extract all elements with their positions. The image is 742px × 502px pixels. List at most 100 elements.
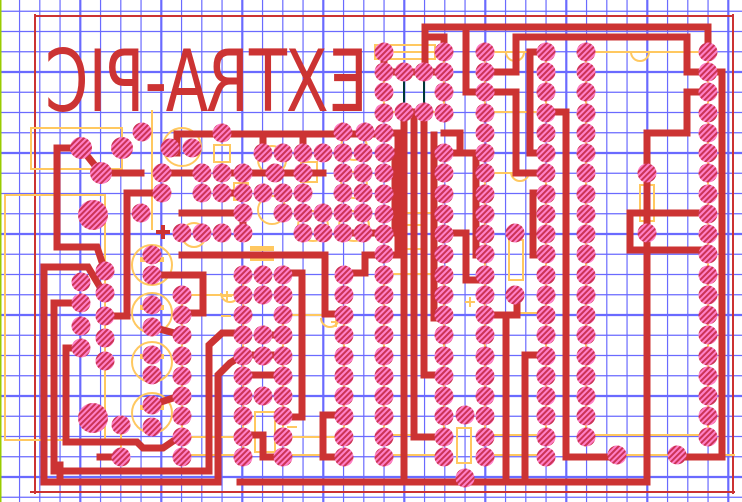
pad bbox=[253, 265, 273, 285]
pad bbox=[273, 386, 293, 406]
pad bbox=[233, 346, 253, 366]
pad bbox=[374, 224, 394, 244]
pad bbox=[374, 123, 394, 143]
pad bbox=[273, 447, 293, 467]
pad bbox=[233, 386, 253, 406]
pad bbox=[434, 42, 454, 62]
pad bbox=[172, 406, 192, 426]
pad bbox=[475, 265, 495, 285]
pad bbox=[475, 224, 495, 244]
pad bbox=[475, 62, 495, 82]
pad bbox=[374, 82, 394, 102]
plus-mark bbox=[156, 225, 170, 239]
pad bbox=[576, 204, 596, 224]
pad bbox=[334, 406, 354, 426]
pad bbox=[253, 386, 273, 406]
pad bbox=[536, 82, 556, 102]
pad bbox=[536, 285, 556, 305]
pad bbox=[233, 163, 253, 183]
pad bbox=[576, 224, 596, 244]
copper-trace bbox=[319, 411, 348, 461]
pad bbox=[172, 386, 192, 406]
pad bbox=[273, 265, 293, 285]
pad bbox=[142, 365, 162, 385]
pad bbox=[434, 366, 454, 386]
pad bbox=[698, 305, 718, 325]
pad bbox=[434, 447, 454, 467]
pad bbox=[576, 244, 596, 264]
capacitor-plate bbox=[250, 246, 274, 251]
pad bbox=[505, 223, 525, 243]
pad bbox=[536, 163, 556, 183]
pad bbox=[698, 163, 718, 183]
pad bbox=[475, 82, 495, 102]
pad bbox=[333, 122, 353, 142]
pad bbox=[233, 203, 253, 223]
pad bbox=[293, 203, 313, 223]
pad bbox=[698, 62, 718, 82]
pad bbox=[131, 203, 151, 223]
pad bbox=[434, 406, 454, 426]
board-label: EXTRA-PIC bbox=[45, 32, 368, 132]
copper-trace bbox=[410, 108, 448, 441]
capacitor-outline bbox=[131, 244, 173, 286]
pad bbox=[698, 103, 718, 123]
pad bbox=[698, 427, 718, 447]
pad bbox=[374, 265, 394, 285]
pad bbox=[313, 223, 333, 243]
pad bbox=[374, 103, 394, 123]
pad bbox=[698, 386, 718, 406]
pad bbox=[142, 395, 162, 415]
pad bbox=[192, 223, 212, 243]
pad bbox=[265, 163, 285, 183]
pad bbox=[434, 305, 454, 325]
pad bbox=[475, 163, 495, 183]
pad bbox=[111, 415, 131, 435]
pad bbox=[475, 366, 495, 386]
pad bbox=[576, 366, 596, 386]
pad bbox=[576, 184, 596, 204]
pad bbox=[374, 163, 394, 183]
pad bbox=[475, 285, 495, 305]
pad bbox=[142, 265, 162, 285]
pad bbox=[71, 338, 91, 358]
pad bbox=[334, 366, 354, 386]
pad bbox=[273, 406, 293, 426]
copper-trace bbox=[279, 269, 306, 421]
plus-mark bbox=[465, 297, 475, 307]
pad bbox=[253, 285, 273, 305]
pad bbox=[434, 82, 454, 102]
pad bbox=[334, 346, 354, 366]
pad bbox=[212, 123, 232, 143]
pad bbox=[374, 305, 394, 325]
copper-trace bbox=[236, 88, 712, 486]
pad bbox=[313, 143, 333, 163]
pad bbox=[233, 447, 253, 467]
pad bbox=[475, 204, 495, 224]
pad bbox=[434, 224, 454, 244]
pad bbox=[374, 386, 394, 406]
pad bbox=[475, 427, 495, 447]
pad bbox=[434, 386, 454, 406]
pad bbox=[233, 265, 253, 285]
copper-trace bbox=[542, 108, 621, 461]
copper-trace bbox=[148, 271, 207, 317]
pad bbox=[334, 285, 354, 305]
pad bbox=[172, 366, 192, 386]
pad bbox=[233, 183, 253, 203]
pad bbox=[375, 143, 395, 163]
pad bbox=[353, 203, 373, 223]
pad bbox=[132, 122, 152, 142]
pad bbox=[434, 103, 454, 123]
pad bbox=[698, 244, 718, 264]
pad bbox=[333, 183, 353, 203]
pad bbox=[374, 184, 394, 204]
copper-trace bbox=[178, 251, 348, 318]
pad bbox=[455, 405, 475, 425]
pad-large bbox=[70, 137, 92, 159]
pad bbox=[536, 427, 556, 447]
pad bbox=[475, 184, 495, 204]
pad bbox=[142, 317, 162, 337]
